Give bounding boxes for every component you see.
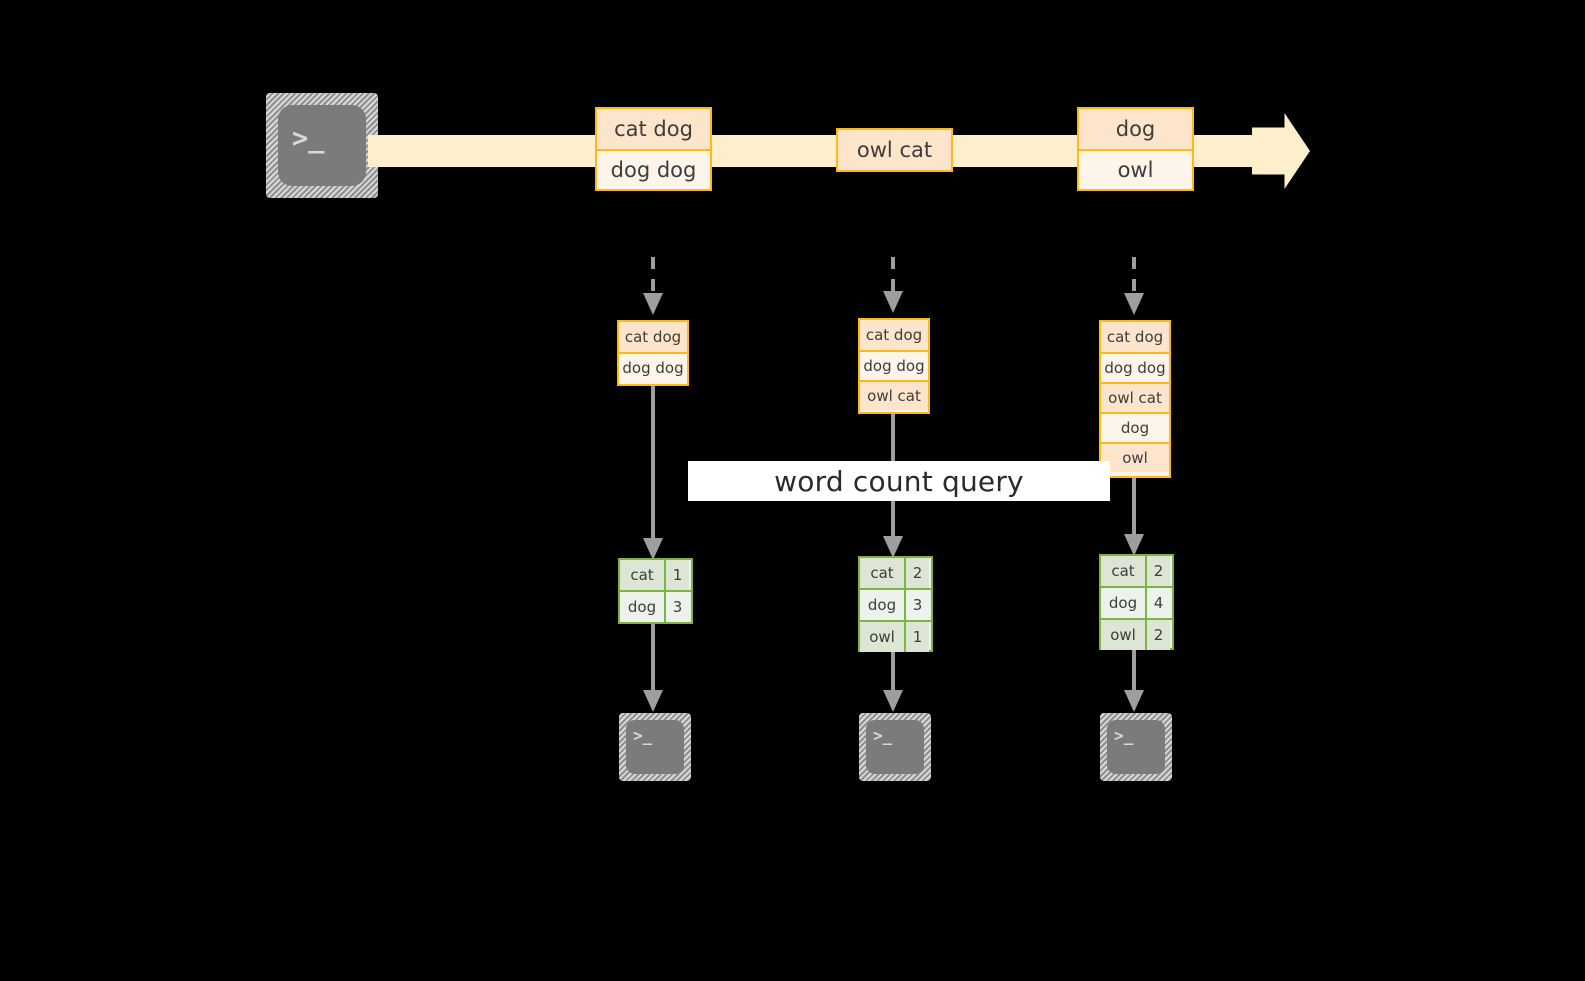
snapshot-1-result-table[interactable]: cat 1 dog 3 xyxy=(618,558,693,624)
result-count: 2 xyxy=(1145,556,1170,586)
result-word: owl xyxy=(860,622,904,652)
table-row: cat 1 xyxy=(620,560,691,590)
result-count: 2 xyxy=(904,558,929,588)
snapshot-input-record: dog dog xyxy=(619,352,687,382)
snapshot-1-tap-line xyxy=(651,257,655,293)
snapshot-2-input-box[interactable]: cat dog dog dog owl cat xyxy=(858,318,930,414)
terminal-prompt-glyph: >_ xyxy=(873,726,893,745)
table-row: owl 1 xyxy=(860,620,931,652)
snapshot-1-query-line xyxy=(651,386,655,553)
result-count: 2 xyxy=(1145,620,1170,650)
result-word: cat xyxy=(620,560,664,590)
snapshot-2-tap-arrowhead xyxy=(883,291,903,313)
snapshot-3-tap-arrowhead xyxy=(1124,293,1144,315)
result-word: owl xyxy=(1101,620,1145,650)
result-count: 1 xyxy=(664,560,689,590)
query-label: word count query xyxy=(774,464,1024,498)
stream-group-2[interactable]: owl cat xyxy=(836,128,953,172)
snapshot-input-record: cat dog xyxy=(1101,322,1169,352)
snapshot-2-sink-terminal-icon[interactable]: >_ xyxy=(859,713,931,781)
terminal-prompt-glyph: >_ xyxy=(292,123,325,154)
result-word: dog xyxy=(620,592,664,622)
snapshot-input-record: cat dog xyxy=(860,320,928,350)
snapshot-input-record: owl xyxy=(1101,442,1169,472)
table-row: dog 3 xyxy=(860,588,931,620)
snapshot-3-tap-line xyxy=(1132,257,1136,293)
snapshot-2-result-table[interactable]: cat 2 dog 3 owl 1 xyxy=(858,556,933,652)
result-count: 3 xyxy=(664,592,689,622)
stream-arrowhead xyxy=(1252,113,1310,189)
snapshot-1-input-box[interactable]: cat dog dog dog xyxy=(617,320,689,386)
snapshot-2-sink-arrowhead xyxy=(883,690,903,712)
table-row: cat 2 xyxy=(1101,556,1172,586)
stream-record: dog xyxy=(1079,109,1192,149)
query-label-band: word count query xyxy=(688,461,1110,501)
snapshot-input-record: dog xyxy=(1101,412,1169,442)
result-count: 4 xyxy=(1145,588,1170,618)
snapshot-2-tap-line xyxy=(891,257,895,293)
result-count: 1 xyxy=(904,622,929,652)
terminal-prompt-glyph: >_ xyxy=(1114,726,1134,745)
snapshot-1-sink-terminal-icon[interactable]: >_ xyxy=(619,713,691,781)
table-row: cat 2 xyxy=(860,558,931,588)
snapshot-3-result-table[interactable]: cat 2 dog 4 owl 2 xyxy=(1099,554,1174,650)
stream-record: owl xyxy=(1079,149,1192,189)
snapshot-1-sink-line xyxy=(651,624,655,692)
result-word: dog xyxy=(860,590,904,620)
source-terminal-icon[interactable]: >_ xyxy=(266,93,378,198)
terminal-screen: >_ xyxy=(866,720,924,774)
result-word: cat xyxy=(1101,556,1145,586)
terminal-prompt-glyph: >_ xyxy=(633,726,653,745)
result-word: dog xyxy=(1101,588,1145,618)
table-row: owl 2 xyxy=(1101,618,1172,650)
stream-group-3[interactable]: dog owl xyxy=(1077,107,1194,191)
result-count: 3 xyxy=(904,590,929,620)
terminal-screen: >_ xyxy=(626,720,684,774)
terminal-screen: >_ xyxy=(1107,720,1165,774)
snapshot-input-record: dog dog xyxy=(860,350,928,380)
snapshot-input-record: owl cat xyxy=(1101,382,1169,412)
snapshot-2-query-arrowhead xyxy=(883,536,903,558)
stream-record: cat dog xyxy=(597,109,710,149)
snapshot-1-query-arrowhead xyxy=(643,538,663,560)
snapshot-input-record: owl cat xyxy=(860,380,928,410)
stream-group-1[interactable]: cat dog dog dog xyxy=(595,107,712,191)
snapshot-3-sink-line xyxy=(1132,650,1136,692)
terminal-screen: >_ xyxy=(278,105,366,186)
snapshot-3-sink-arrowhead xyxy=(1124,690,1144,712)
snapshot-1-tap-arrowhead xyxy=(643,293,663,315)
table-row: dog 4 xyxy=(1101,586,1172,618)
snapshot-3-query-arrowhead xyxy=(1124,534,1144,556)
snapshot-3-query-line xyxy=(1132,478,1136,551)
snapshot-1-sink-arrowhead xyxy=(643,690,663,712)
snapshot-input-record: cat dog xyxy=(619,322,687,352)
stream-record: owl cat xyxy=(838,130,951,170)
snapshot-3-sink-terminal-icon[interactable]: >_ xyxy=(1100,713,1172,781)
table-row: dog 3 xyxy=(620,590,691,622)
result-word: cat xyxy=(860,558,904,588)
snapshot-input-record: dog dog xyxy=(1101,352,1169,382)
snapshot-3-input-box[interactable]: cat dog dog dog owl cat dog owl xyxy=(1099,320,1171,478)
stream-record: dog dog xyxy=(597,149,710,189)
snapshot-2-sink-line xyxy=(891,652,895,692)
